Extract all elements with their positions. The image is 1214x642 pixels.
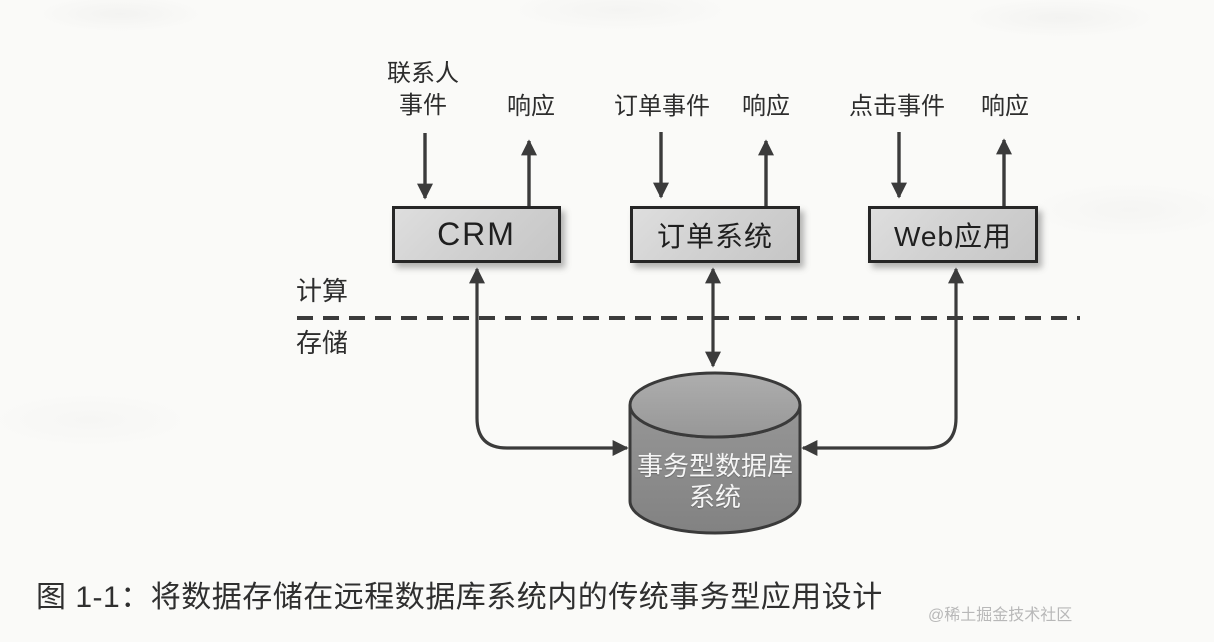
web-response-label: 响应 — [981, 93, 1029, 120]
database-label-line2: 系统 — [688, 482, 741, 512]
order-system-box-label: 订单系统 — [656, 220, 773, 252]
contact-events-label: 联系人 事件 — [348, 58, 498, 122]
storage-label: 存储 — [296, 328, 349, 358]
order-response-label: 响应 — [742, 93, 790, 120]
contact-events-line2: 事件 — [399, 92, 447, 119]
click-events-label: 点击事件 — [849, 93, 945, 120]
order-system-box: 订单系统 — [630, 206, 800, 263]
crm-box-label: CRM — [437, 216, 516, 252]
database-label-line1: 事务型数据库 — [636, 451, 793, 481]
crm-box: CRM — [392, 206, 561, 263]
contact-events-line1: 联系人 — [387, 60, 459, 87]
figure-caption: 图 1-1：将数据存储在远程数据库系统内的传统事务型应用设计 — [36, 581, 883, 614]
database-label: 事务型数据库 系统 — [613, 451, 817, 513]
database-cylinder-top — [628, 371, 802, 439]
web-app-box-label: Web应用 — [893, 220, 1013, 252]
compute-label: 计算 — [296, 276, 349, 306]
web-app-box: Web应用 — [868, 206, 1038, 263]
crm-database-connector — [469, 267, 629, 456]
order-events-label: 订单事件 — [614, 93, 710, 120]
watermark-text: @稀土掘金技术社区 — [928, 607, 1073, 624]
crm-response-label: 响应 — [507, 93, 555, 120]
web-database-connector — [801, 267, 964, 456]
